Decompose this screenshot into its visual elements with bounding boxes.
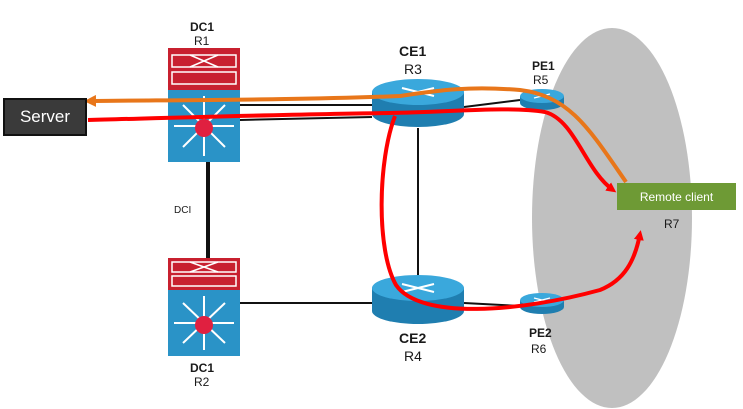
- dc1-top-id: R1: [194, 34, 210, 48]
- link-r1-r3-lower: [239, 116, 373, 121]
- remote-client-node: Remote client: [617, 183, 736, 210]
- dci-label: DCI: [174, 205, 192, 216]
- remote-client-id: R7: [664, 217, 680, 231]
- ce1-id: R3: [404, 61, 422, 77]
- dc1-top-name: DC1: [190, 20, 215, 34]
- dc1-bottom-name: DC1: [190, 361, 215, 375]
- pe2-name: PE2: [529, 326, 552, 340]
- ce2-id: R4: [404, 348, 422, 364]
- multilayer-switch-icon: [168, 258, 240, 356]
- red-forward-path: [87, 107, 617, 193]
- orange-return-path: [84, 86, 628, 184]
- ce1-name: CE1: [399, 43, 427, 59]
- multilayer-switch-icon: [168, 48, 240, 162]
- pe1-name: PE1: [532, 59, 555, 73]
- server-label: Server: [19, 107, 71, 126]
- server-node: Server: [3, 98, 87, 136]
- links: [239, 99, 521, 307]
- red-backup-path: [379, 115, 644, 311]
- provider-cloud: [532, 28, 692, 408]
- remote-client-label: Remote client: [639, 189, 714, 204]
- pe1-id: R5: [533, 73, 549, 87]
- dc1-bottom-id: R2: [194, 375, 210, 389]
- ce2-name: CE2: [399, 330, 427, 346]
- router-icon: [372, 79, 464, 127]
- link-r3-r5: [463, 99, 521, 108]
- pe2-id: R6: [531, 342, 547, 356]
